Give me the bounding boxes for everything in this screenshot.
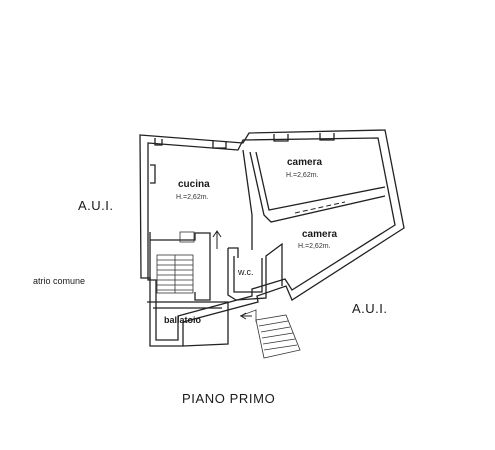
atrium-label: atrio comune [33, 276, 86, 286]
outer-wall [139, 129, 405, 347]
bedroom-top-inner-wall [255, 151, 386, 211]
bedroom-bottom-label: camera [302, 229, 338, 240]
bedroom-bottom-height: H.=2,62m. [298, 243, 331, 250]
window-mark [212, 140, 227, 149]
window-mark [319, 133, 335, 141]
wc-label: w.c. [238, 267, 254, 277]
aui-left-label: A.U.I. [78, 198, 114, 213]
up-arrow-icon [212, 230, 222, 249]
balcony-wall [147, 301, 229, 347]
passage-marker [294, 201, 346, 214]
window-mark [273, 134, 289, 142]
aui-right-label: A.U.I. [352, 301, 388, 316]
kitchen-east-wall [242, 149, 253, 250]
plan-title: PIANO PRIMO [182, 391, 276, 406]
stair-treads-left [156, 231, 195, 294]
left-arrow-icon [240, 312, 252, 320]
wc-inner-wall [233, 256, 263, 293]
wc-wall [227, 242, 283, 301]
bedroom-top-label: camera [287, 157, 323, 168]
stair-top-wall [150, 232, 211, 301]
balcony-label: ballatoio [164, 315, 202, 325]
window-mark [154, 138, 163, 146]
bedroom-top-wall [249, 151, 386, 223]
kitchen-label: cucina [178, 179, 210, 190]
window-mark [150, 164, 156, 184]
stair-treads-right [239, 309, 301, 359]
kitchen-height: H.=2,62m. [176, 194, 209, 201]
bedroom-top-height: H.=2,62m. [286, 172, 319, 179]
